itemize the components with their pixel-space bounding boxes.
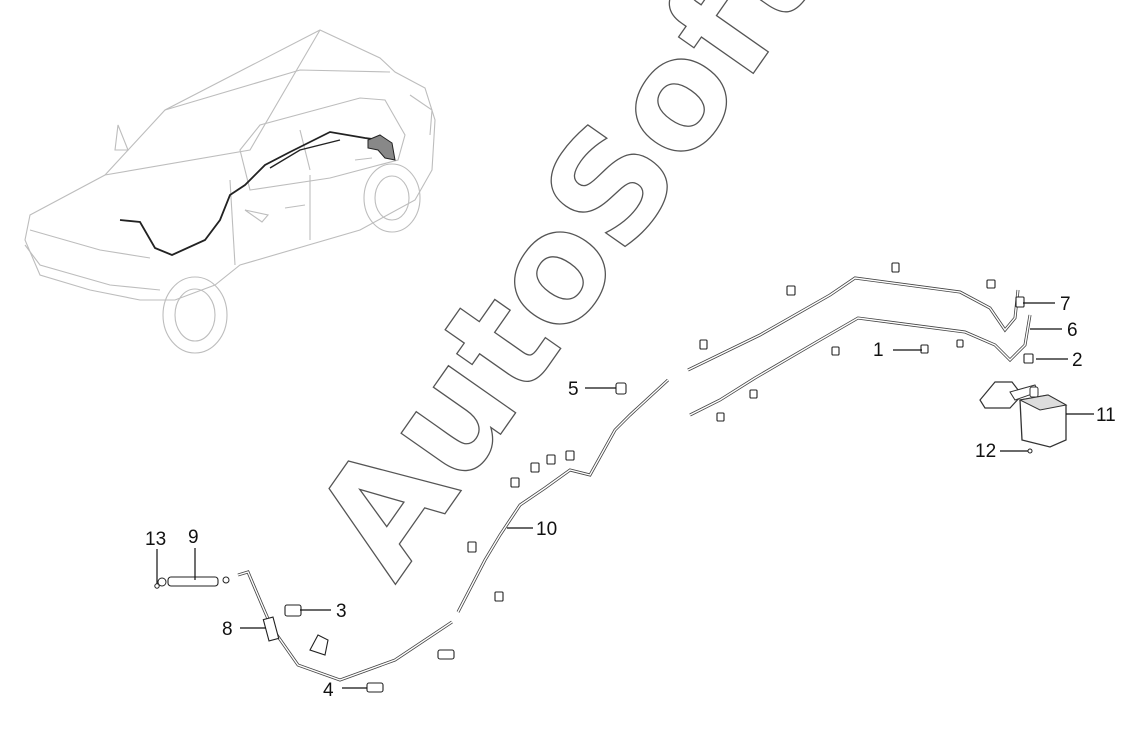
lower-pipe-8: [237, 570, 453, 682]
callout-1: 1: [873, 340, 884, 361]
callout-5: 5: [568, 379, 579, 400]
callout-3: 3: [336, 601, 347, 622]
callout-11: 11: [1096, 405, 1116, 426]
callout-7: 7: [1060, 294, 1071, 315]
bolt-12: [1027, 448, 1033, 454]
callout-4: 4: [323, 680, 334, 701]
callout-9: 9: [188, 527, 199, 548]
upper-pipe-assembly: [687, 262, 1032, 422]
callout-12: 12: [975, 441, 996, 462]
callout-13: 13: [145, 529, 166, 550]
callout-2: 2: [1072, 350, 1083, 371]
callout-labels: 1 2 3 4 5 6 7 8 9 10 11 12 13: [145, 294, 1116, 701]
callout-6: 6: [1067, 320, 1078, 341]
leader-lines: [156, 302, 1094, 689]
clip-3: [284, 604, 302, 617]
clip-4: [366, 682, 384, 693]
clip-2: [1023, 353, 1034, 364]
clip-5: [615, 382, 627, 395]
main-pipe-10: [437, 378, 670, 660]
watermark: AutoSoft: [281, 0, 853, 606]
callout-10: 10: [536, 519, 557, 540]
hose-9: [154, 576, 230, 589]
vapor-canister-11: [979, 381, 1068, 448]
vehicle-outline: [24, 29, 436, 354]
callout-8: 8: [222, 619, 233, 640]
svg-text:AutoSoft: AutoSoft: [282, 0, 852, 606]
clip-1: [920, 344, 929, 354]
